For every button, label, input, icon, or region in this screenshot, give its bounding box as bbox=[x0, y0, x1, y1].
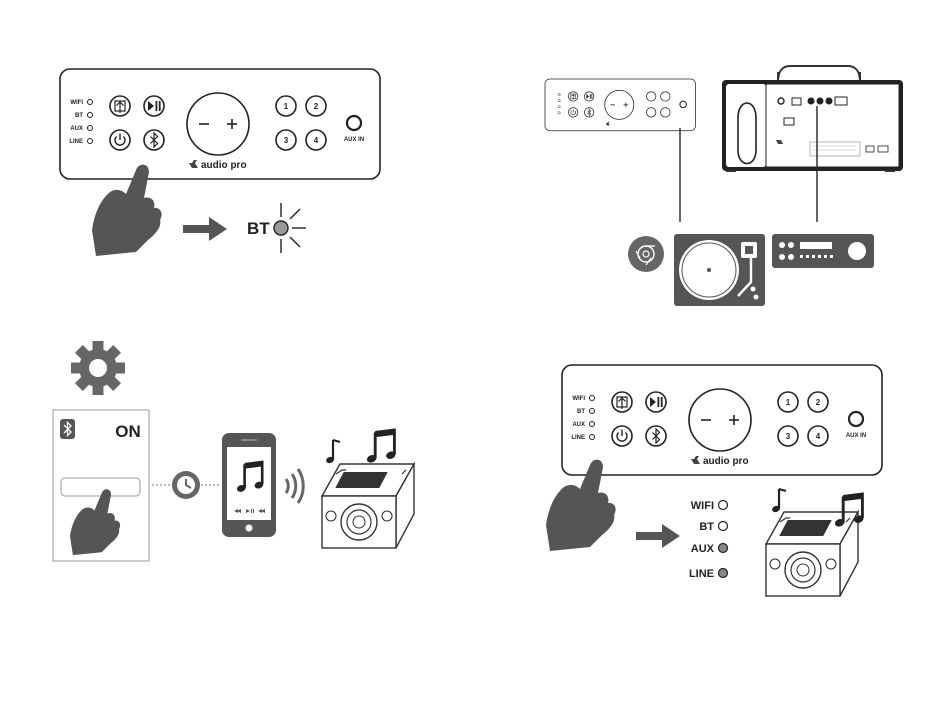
step3-phone-bluetooth: ON bbox=[53, 341, 414, 561]
led-label-bt: BT bbox=[75, 113, 83, 119]
step2-wired-connection bbox=[545, 66, 903, 306]
led-label-wifi: WIFI bbox=[572, 396, 585, 402]
bt-led-blinking-icon bbox=[274, 203, 306, 253]
led-wifi-label: WIFI bbox=[691, 500, 714, 512]
led-label-line: LINE bbox=[69, 139, 83, 145]
brand-logo: audio pro bbox=[703, 456, 749, 467]
bt-led-label: BT bbox=[247, 219, 270, 238]
aux-in-label: AUX IN bbox=[344, 137, 364, 143]
led-label-line: LINE bbox=[571, 435, 585, 441]
device-list-entry bbox=[61, 478, 140, 496]
led-label-bt: BT bbox=[577, 409, 585, 415]
wireless-signal-icon bbox=[286, 469, 303, 503]
smartphone-icon bbox=[222, 433, 276, 537]
music-note-icon bbox=[325, 440, 340, 464]
preset-4-label: 4 bbox=[816, 432, 821, 441]
brand-logo: audio pro bbox=[201, 160, 247, 171]
amplifier-icon bbox=[772, 234, 874, 268]
preset-2-label: 2 bbox=[816, 398, 821, 407]
arrow-right-icon bbox=[636, 524, 680, 548]
led-aux-indicator bbox=[719, 544, 728, 553]
music-note-icon bbox=[366, 430, 397, 464]
speaker-rear-panel bbox=[722, 66, 903, 171]
preset-2-label: 2 bbox=[314, 102, 319, 111]
preset-4-label: 4 bbox=[314, 136, 319, 145]
step4-source-selection: WIFI BT AUX LINE 1 2 3 4 AUX IN audio pr… bbox=[546, 365, 882, 596]
speaker-illustration bbox=[322, 464, 414, 548]
led-line-indicator bbox=[719, 569, 728, 578]
turntable-icon bbox=[674, 234, 765, 306]
preset-3-label: 3 bbox=[786, 432, 791, 441]
control-panel: WIFI BT AUX LINE 1 2 3 4 AUX IN audio pr… bbox=[562, 365, 882, 475]
bluetooth-icon bbox=[60, 419, 75, 439]
clock-icon bbox=[172, 471, 200, 499]
led-label-aux: AUX bbox=[70, 126, 83, 132]
led-label-wifi: WIFI bbox=[70, 100, 83, 106]
arrow-right-icon bbox=[183, 217, 227, 241]
led-line-label: LINE bbox=[689, 568, 714, 580]
speaker-illustration bbox=[766, 512, 858, 596]
led-label-aux: AUX bbox=[572, 422, 585, 428]
control-panel-small bbox=[545, 79, 695, 131]
step1-bluetooth-pairing: WIFI BT AUX LINE 1 2 3 4 AUX IN audio pr… bbox=[60, 69, 380, 256]
chromecast-icon bbox=[628, 236, 664, 272]
preset-3-label: 3 bbox=[284, 136, 289, 145]
bluetooth-toggle-state: ON bbox=[115, 422, 141, 441]
led-bt-indicator bbox=[719, 522, 728, 531]
preset-1-label: 1 bbox=[786, 398, 791, 407]
control-panel: WIFI BT AUX LINE 1 2 3 4 AUX IN audio pr… bbox=[60, 69, 380, 179]
gear-icon bbox=[71, 341, 125, 395]
music-note-icon bbox=[771, 489, 786, 513]
led-bt-label: BT bbox=[699, 521, 714, 533]
led-wifi-indicator bbox=[719, 501, 728, 510]
led-aux-label: AUX bbox=[691, 543, 715, 555]
preset-1-label: 1 bbox=[284, 102, 289, 111]
aux-in-label: AUX IN bbox=[846, 433, 866, 439]
